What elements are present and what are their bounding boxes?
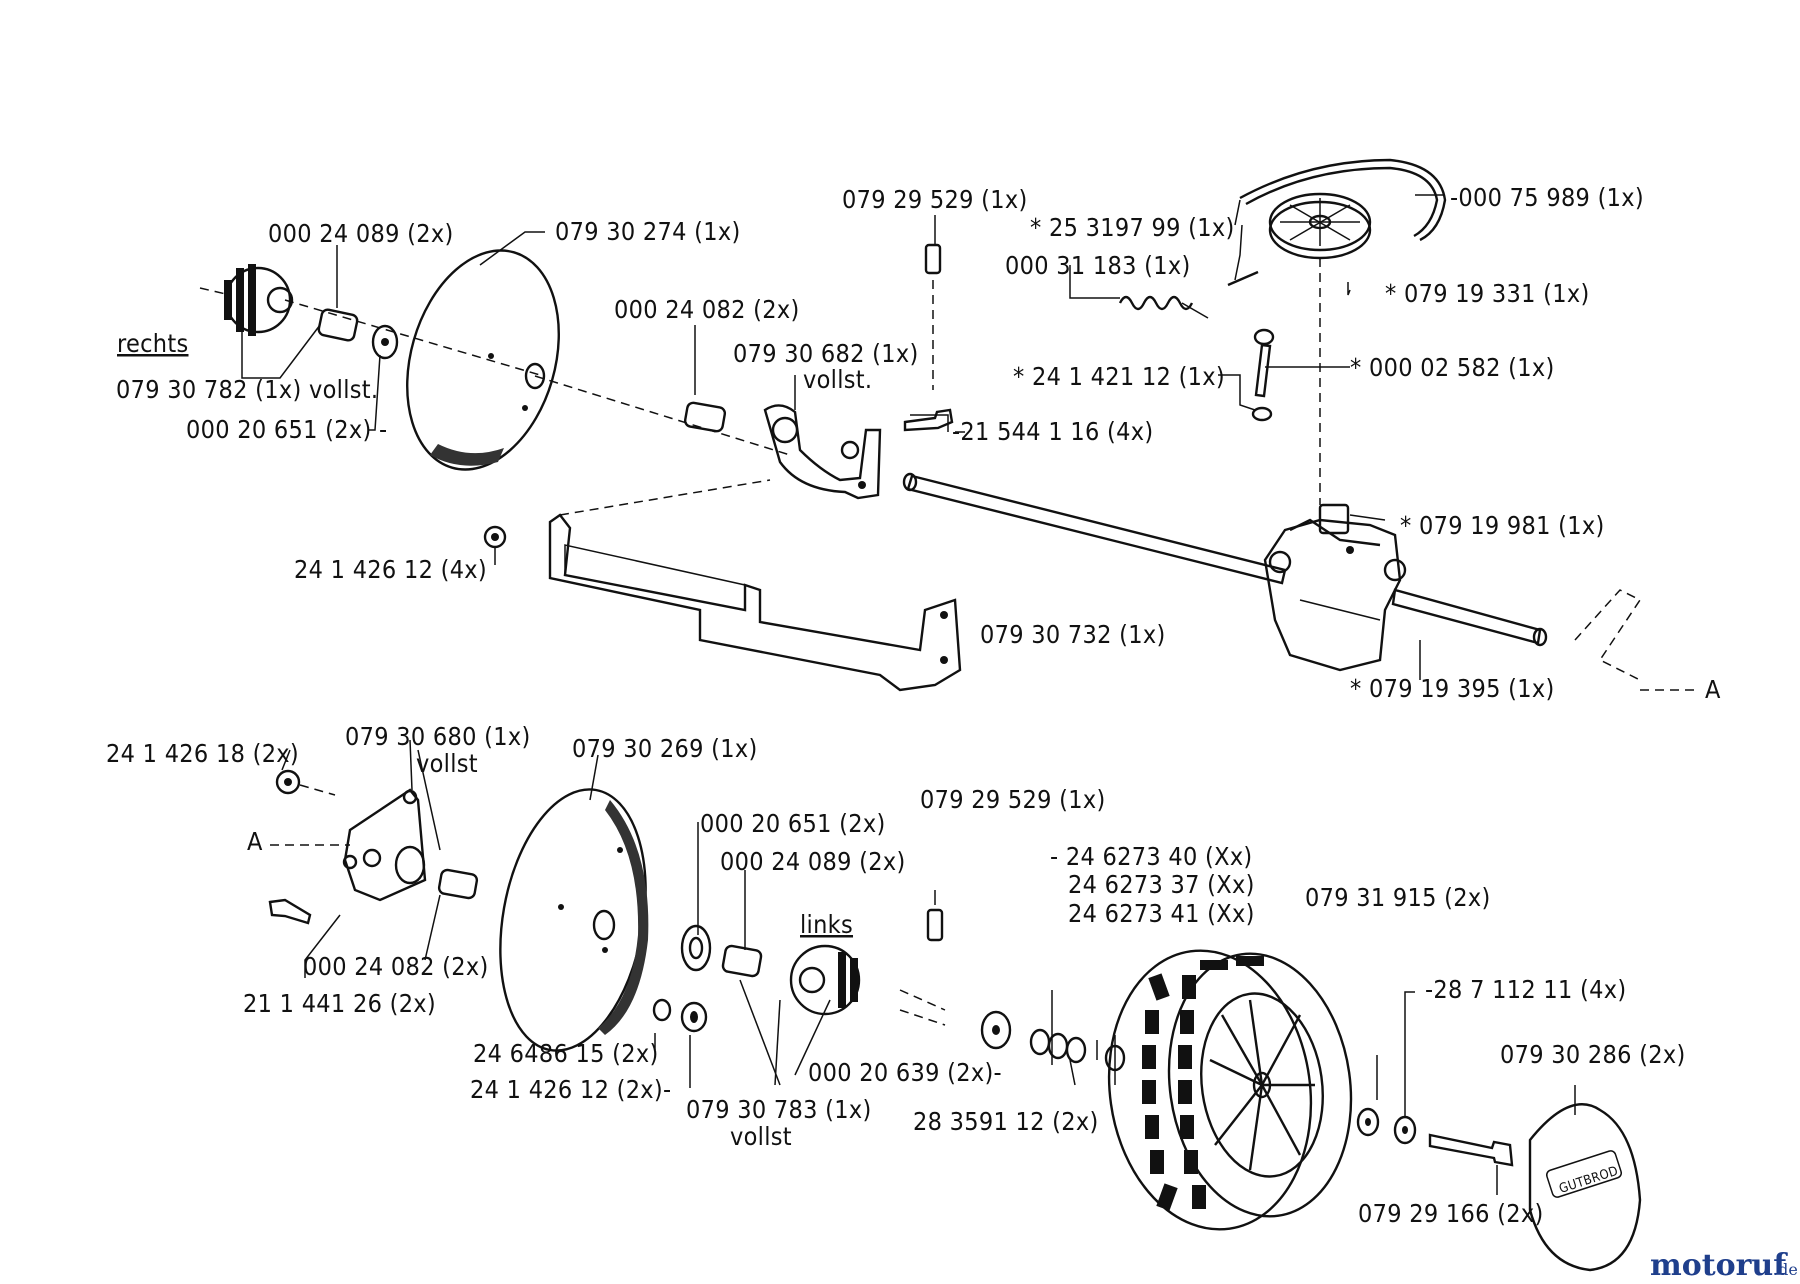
washer-top [371,324,399,360]
label-079-30-274: 079 30 274 (1x) [555,217,741,246]
label-283-59112: 28 3591 12 (2x) [913,1107,1099,1136]
drive-gear-right [199,264,294,336]
label-079-30-286: 079 30 286 (2x) [1500,1040,1686,1069]
ratchet-disk [680,924,712,972]
bushing-top [317,308,359,342]
label-000-20-651-top: 000 20 651 (2x) - [186,415,387,444]
label-000-24-089-top: 000 24 089 (2x) [268,219,454,248]
label-241-42618: 24 1 426 18 (2x) [106,739,299,768]
washer-lower [652,998,672,1022]
pulley [1268,192,1372,505]
label-000-20-639: 000 20 639 (2x)- [808,1058,1002,1087]
wheel-disk-lower [499,788,649,1052]
label-241-42612-top: 24 1 426 12 (4x) [294,555,487,584]
bearing-bracket [763,404,882,500]
label-079-29-529-top: 079 29 529 (1x) [842,185,1028,214]
nut-lower-2 [680,1001,708,1033]
label-215-44116: -21 544 1 16 (4x) [952,417,1153,446]
nut-lower [275,769,336,796]
watermark-brand: motoruf [1650,1248,1788,1283]
wheel-bolt [1428,1133,1514,1167]
label-links: links [800,910,853,939]
label-marker-a-left: A [247,827,263,856]
leader-lines [241,194,1576,1195]
watermark-suffix: .de [1773,1260,1798,1279]
gearbox [1263,503,1407,672]
label-246-48615: 24 6486 15 (2x) [473,1039,659,1068]
bolt-top [903,408,954,432]
bolt-lower [268,898,312,925]
drive-belt [1239,158,1447,242]
bushing-lower [721,944,763,978]
label-079-30-782: 079 30 782 (1x) vollst. [116,375,378,404]
label-000-02-582: * 000 02 582 (1x) [1350,353,1555,382]
label-079-31-915: 079 31 915 (2x) [1305,883,1491,912]
label-079-30-269: 079 30 269 (1x) [572,734,758,763]
label-246-27341: 24 6273 41 (Xx) [1068,899,1255,928]
label-079-29-529-bottom: 079 29 529 (1x) [920,785,1106,814]
label-000-75-989: -000 75 989 (1x) [1450,183,1644,212]
label-079-30-732: 079 30 732 (1x) [980,620,1166,649]
label-287-11211: -28 7 112 11 (4x) [1425,975,1626,1004]
label-079-19-395: * 079 19 395 (1x) [1350,674,1555,703]
axle-shaft [902,472,1287,585]
nut-top [483,525,507,549]
label-079-19-981: * 079 19 981 (1x) [1400,511,1605,540]
wheel-holder-bar [548,513,962,692]
label-079-30-682: 079 30 682 (1x) [733,339,919,368]
pin-small [1227,270,1259,287]
label-079-30-783: 079 30 783 (1x) [686,1095,872,1124]
label-079-30-680: 079 30 680 (1x) [345,722,531,751]
axle-extension [1391,588,1548,647]
linkage-rod [1251,328,1275,422]
label-marker-a-right: A [1705,675,1721,704]
hubcap-brand-text: GUTBROD [1557,1164,1620,1197]
label-000-20-651-bottom: 000 20 651 (2x) [700,809,886,838]
spacer-lower [437,868,479,900]
label-vollst-682: vollst. [803,365,872,394]
label-241-42612-bottom: 24 1 426 12 (2x)- [470,1075,671,1104]
label-246-27337: 24 6273 37 (Xx) [1068,870,1255,899]
key-pin-top [924,243,942,390]
label-211-44126: 21 1 441 26 (2x) [243,989,436,1018]
spacer-washer [980,1010,1012,1050]
wheel-disk-top [406,249,560,471]
wheel-tread [1107,949,1353,1231]
label-079-29-166: 079 29 166 (2x) [1358,1199,1544,1228]
axle-mount-plate-right [1574,589,1700,691]
label-vollst-680: vollst [416,749,478,778]
label-vollst-783: vollst [730,1122,792,1151]
key-pin-lower [926,908,944,942]
label-246-27340: - 24 6273 40 (Xx) [1050,842,1253,871]
label-000-31-183: 000 31 183 (1x) [1005,251,1191,280]
label-079-19-331: * 079 19 331 (1x) [1385,279,1590,308]
label-241-42112: * 24 1 421 12 (1x) [1013,362,1225,391]
hubcap: GUTBROD [1528,1103,1642,1272]
spring [1118,295,1209,319]
wheel-washers [1356,1107,1417,1145]
bearing-rings [1029,1028,1087,1064]
lever-bracket [342,788,427,902]
label-000-24-082-bottom: 000 24 082 (2x) [303,952,489,981]
label-253-19799: * 25 3197 99 (1x) [1030,213,1235,242]
part-labels: 000 24 089 (2x) 079 30 274 (1x) rechts 0… [106,183,1721,1228]
label-000-24-089-bottom: 000 24 089 (2x) [720,847,906,876]
drive-gear-left [789,944,861,1016]
watermark-logo: motoruf .de [1650,1248,1798,1283]
label-000-24-082-top: 000 24 082 (2x) [614,295,800,324]
label-rechts: rechts [117,329,189,358]
spacer-top [683,401,727,433]
